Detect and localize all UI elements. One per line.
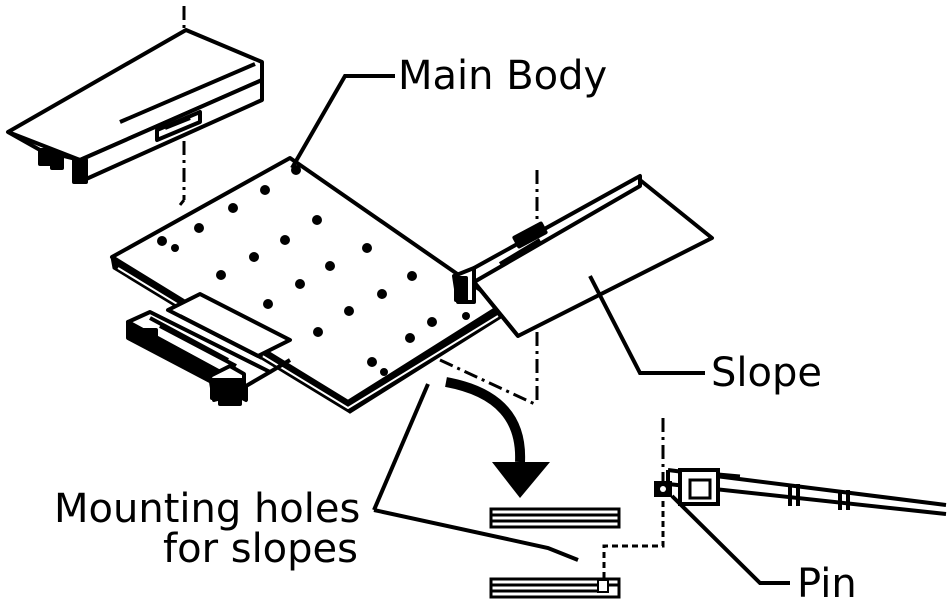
cross-section-detail — [489, 468, 947, 599]
curved-arrow — [445, 377, 550, 498]
main-body-plate — [110, 156, 506, 414]
plate-holes — [157, 165, 470, 376]
undercarriage-frame — [126, 292, 292, 406]
label-mounting-holes-line2: for slopes — [163, 526, 358, 572]
label-slope: Slope — [711, 350, 822, 396]
right-slope — [452, 174, 714, 338]
upper-slope-piece — [6, 28, 264, 184]
label-main-body: Main Body — [398, 53, 608, 99]
label-mounting-holes-line1: Mounting holes — [54, 486, 361, 532]
label-pin: Pin — [797, 561, 857, 607]
leader-lines — [290, 74, 790, 585]
